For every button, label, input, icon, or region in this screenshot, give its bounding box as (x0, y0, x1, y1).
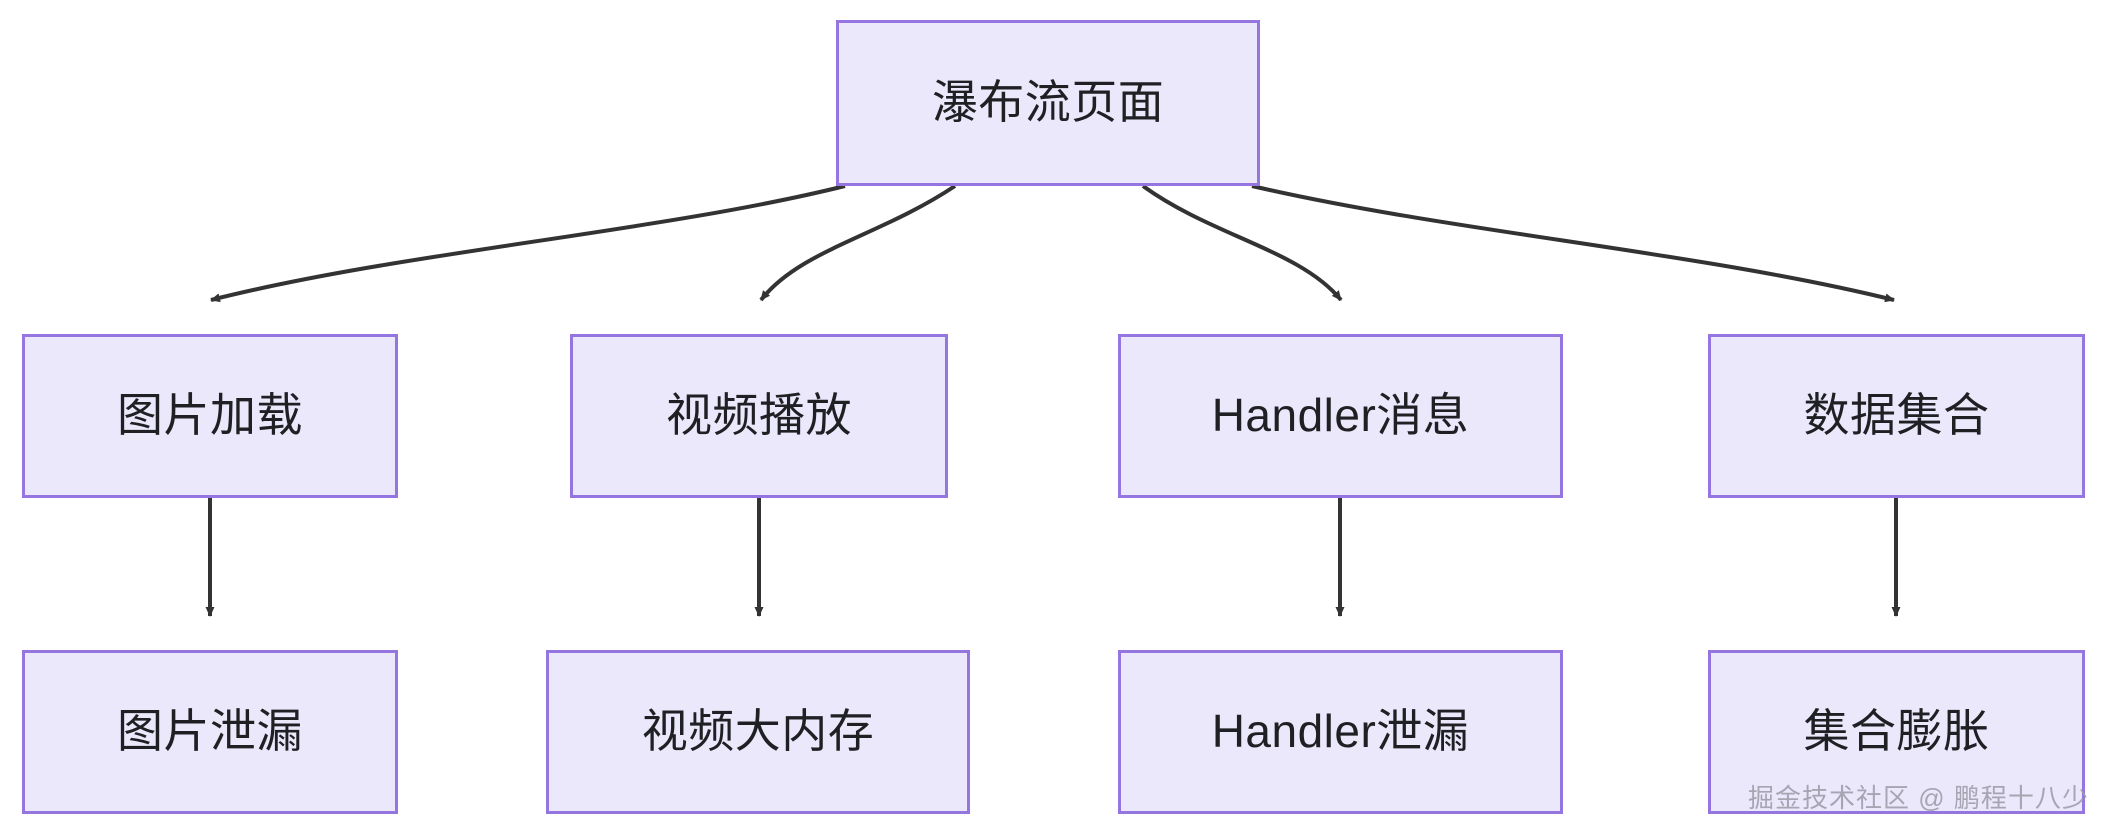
node-data-coll[interactable]: 数据集合 (1708, 334, 2085, 498)
edge-root-to-data-coll (1251, 184, 1895, 303)
node-root[interactable]: 瀑布流页面 (836, 20, 1260, 186)
node-coll-bloat-label: 集合膨胀 (1803, 705, 1990, 758)
watermark-text: 掘金技术社区 @ 鹏程十八少 (1748, 783, 2089, 813)
node-image-leak-label: 图片泄漏 (117, 705, 303, 758)
node-root-label: 瀑布流页面 (931, 76, 1165, 129)
node-image-load[interactable]: 图片加载 (22, 334, 398, 498)
node-handler-leak[interactable]: Handler泄漏 (1118, 650, 1563, 814)
node-video-play-label: 视频播放 (666, 389, 852, 442)
edge-root-to-handler-msg (1141, 184, 1343, 302)
node-handler-msg-label: Handler消息 (1211, 389, 1470, 442)
node-handler-msg[interactable]: Handler消息 (1118, 334, 1563, 498)
node-video-mem[interactable]: 视频大内存 (546, 650, 970, 814)
node-image-load-label: 图片加载 (117, 389, 303, 442)
node-video-mem-label: 视频大内存 (641, 705, 875, 758)
node-handler-leak-label: Handler泄漏 (1211, 705, 1470, 758)
node-data-coll-label: 数据集合 (1803, 389, 1990, 442)
node-coll-bloat[interactable]: 集合膨胀 (1708, 650, 2085, 814)
edge-root-to-video-play (759, 184, 957, 302)
node-image-leak[interactable]: 图片泄漏 (22, 650, 398, 814)
edge-root-to-image-load (210, 184, 846, 303)
node-video-play[interactable]: 视频播放 (570, 334, 948, 498)
